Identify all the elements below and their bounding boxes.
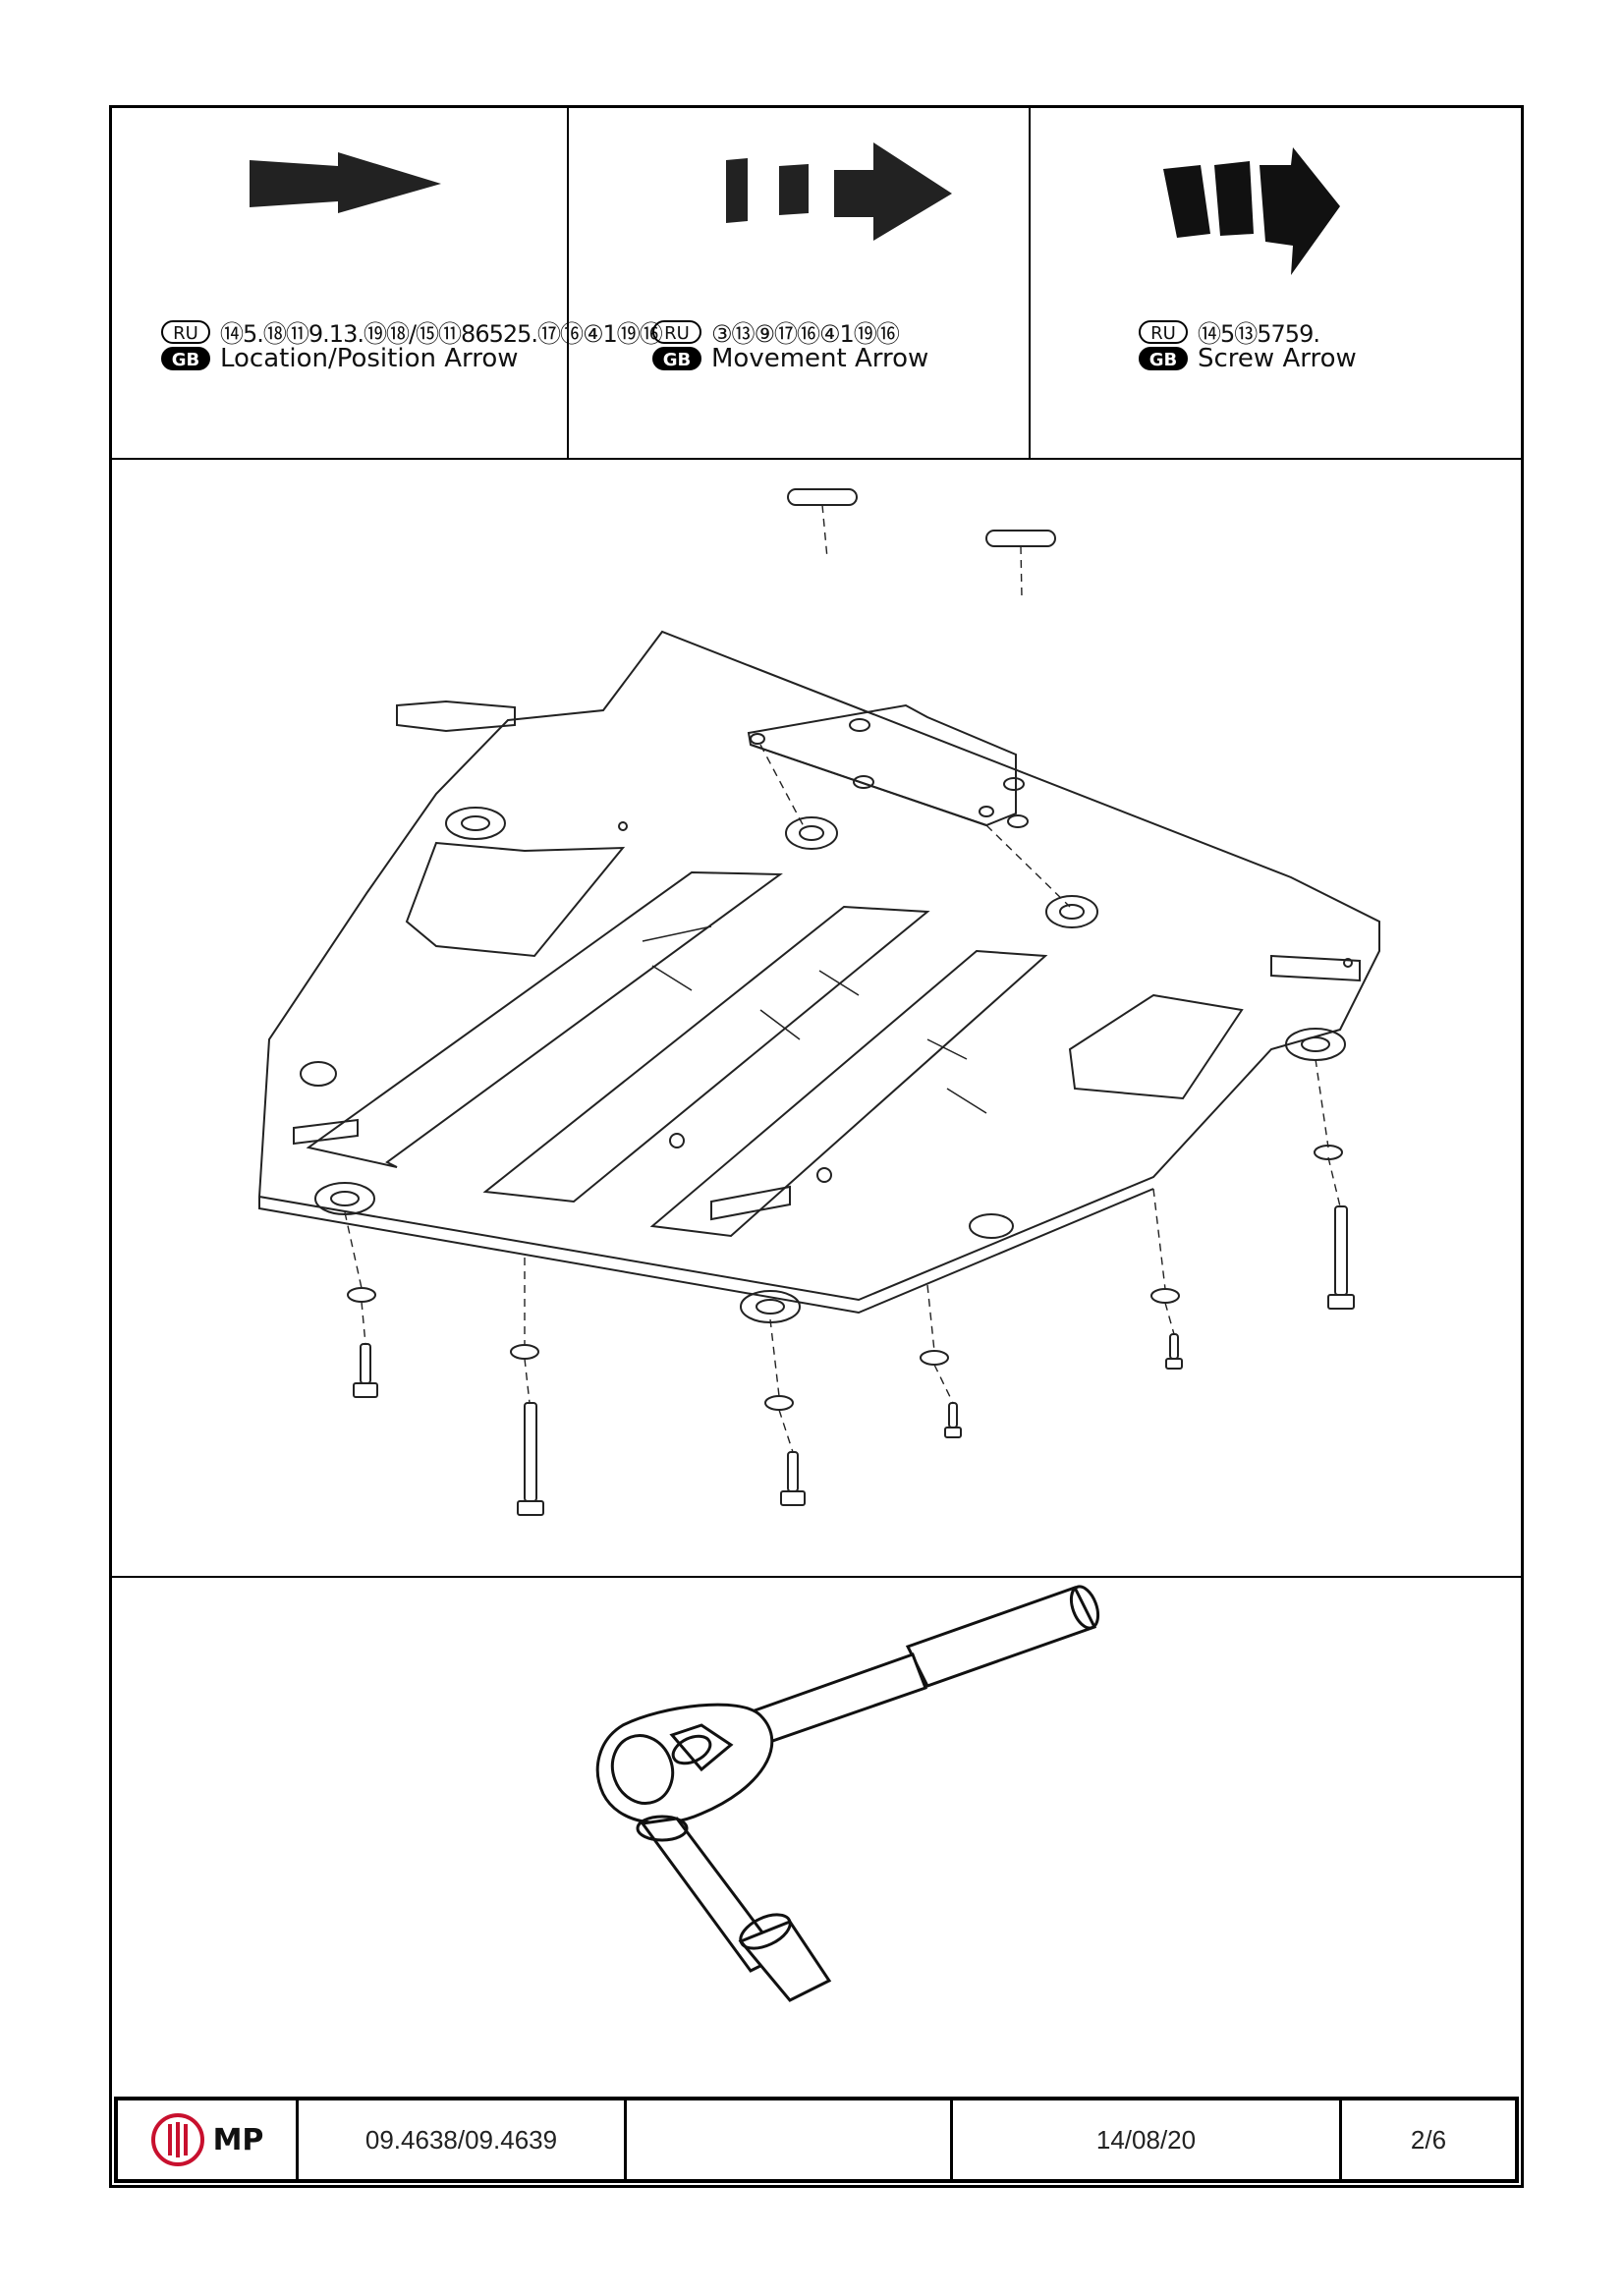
title-block: MP 09.4638/09.4639 14/08/20 2/6 bbox=[114, 2097, 1519, 2183]
slot-cutout-2 bbox=[306, 870, 783, 1168]
legend-gb-text: Location/Position Arrow bbox=[220, 344, 519, 373]
top-bracket bbox=[747, 703, 1017, 827]
slot-cutout-5 bbox=[1068, 993, 1244, 1100]
legend-gb-line: GB Movement Arrow bbox=[652, 344, 928, 373]
mp-logo-icon bbox=[150, 2113, 204, 2166]
gb-badge: GB bbox=[161, 347, 210, 370]
legend-movement-arrow: RU ③⑬⑨⑰⑯④1⑲⑯ GB Movement Arrow bbox=[569, 108, 1031, 458]
side-bracket-right bbox=[1270, 954, 1361, 982]
clip-top-2 bbox=[985, 530, 1056, 547]
clip-top-1 bbox=[787, 488, 858, 506]
part-number: 09.4638/09.4639 bbox=[299, 2100, 627, 2179]
mounting-holes bbox=[300, 807, 1353, 1323]
washers bbox=[347, 718, 1343, 1411]
page-frame: RU ⑭5.⑱⑪9.13.⑲⑱/⑮⑪86525.⑰⑯④1⑲⑯ GB Locati… bbox=[109, 105, 1524, 2188]
ru-badge: RU bbox=[1139, 319, 1188, 344]
solid-arrow-icon bbox=[250, 152, 441, 213]
document-date: 14/08/20 bbox=[953, 2100, 1342, 2179]
assembly-guide-lines bbox=[344, 504, 1341, 1453]
tool-illustration-area bbox=[112, 1578, 1521, 2105]
side-bracket-left bbox=[396, 700, 516, 733]
slot-cutout-1 bbox=[405, 841, 626, 958]
assembly-diagram bbox=[112, 460, 1521, 1578]
ru-badge: RU bbox=[161, 319, 210, 344]
dashed-arrow-icon bbox=[726, 142, 952, 241]
legend-ru-line: RU ⑭5⑬5759. bbox=[1139, 314, 1320, 349]
legend-gb-text: Movement Arrow bbox=[711, 344, 929, 373]
screw-arrow-icon bbox=[1163, 147, 1340, 275]
legend-ru-text: ③⑬⑨⑰⑯④1⑲⑯ bbox=[711, 320, 900, 348]
legend-gb-text: Screw Arrow bbox=[1198, 344, 1357, 373]
legend-ru-line: RU ⑭5.⑱⑪9.13.⑲⑱/⑮⑪86525.⑰⑯④1⑲⑯ bbox=[161, 314, 663, 349]
legend-ru-line: RU ③⑬⑨⑰⑯④1⑲⑯ bbox=[652, 314, 900, 349]
blank-cell bbox=[627, 2100, 953, 2179]
gb-badge: GB bbox=[652, 347, 701, 370]
logo-text: MP bbox=[212, 2122, 264, 2157]
legend-row: RU ⑭5.⑱⑪9.13.⑲⑱/⑮⑪86525.⑰⑯④1⑲⑯ GB Locati… bbox=[112, 108, 1521, 460]
bolts bbox=[353, 1205, 1355, 1516]
gb-badge: GB bbox=[1139, 347, 1188, 370]
legend-ru-text: ⑭5⑬5759. bbox=[1198, 320, 1320, 348]
legend-screw-arrow: RU ⑭5⑬5759. GB Screw Arrow bbox=[1031, 108, 1521, 458]
page-number: 2/6 bbox=[1410, 2124, 1447, 2155]
tab-left bbox=[293, 1118, 359, 1146]
tab-middle bbox=[710, 1185, 791, 1221]
ru-badge: RU bbox=[652, 319, 701, 344]
ratchet-wrench-icon bbox=[595, 1585, 1100, 2002]
legend-ru-text: ⑭5.⑱⑪9.13.⑲⑱/⑮⑪86525.⑰⑯④1⑲⑯ bbox=[220, 320, 663, 348]
skid-plate-outline bbox=[257, 630, 1380, 1302]
legend-gb-line: GB Location/Position Arrow bbox=[161, 344, 519, 373]
legend-location-arrow: RU ⑭5.⑱⑪9.13.⑲⑱/⑮⑪86525.⑰⑯④1⑲⑯ GB Locati… bbox=[112, 108, 663, 458]
skid-plate-illustration bbox=[257, 488, 1380, 1516]
slot-cutout-3 bbox=[482, 905, 930, 1204]
slot-cutout-4 bbox=[649, 949, 1048, 1238]
legend-gb-line: GB Screw Arrow bbox=[1139, 344, 1357, 373]
company-logo: MP bbox=[118, 2100, 299, 2179]
